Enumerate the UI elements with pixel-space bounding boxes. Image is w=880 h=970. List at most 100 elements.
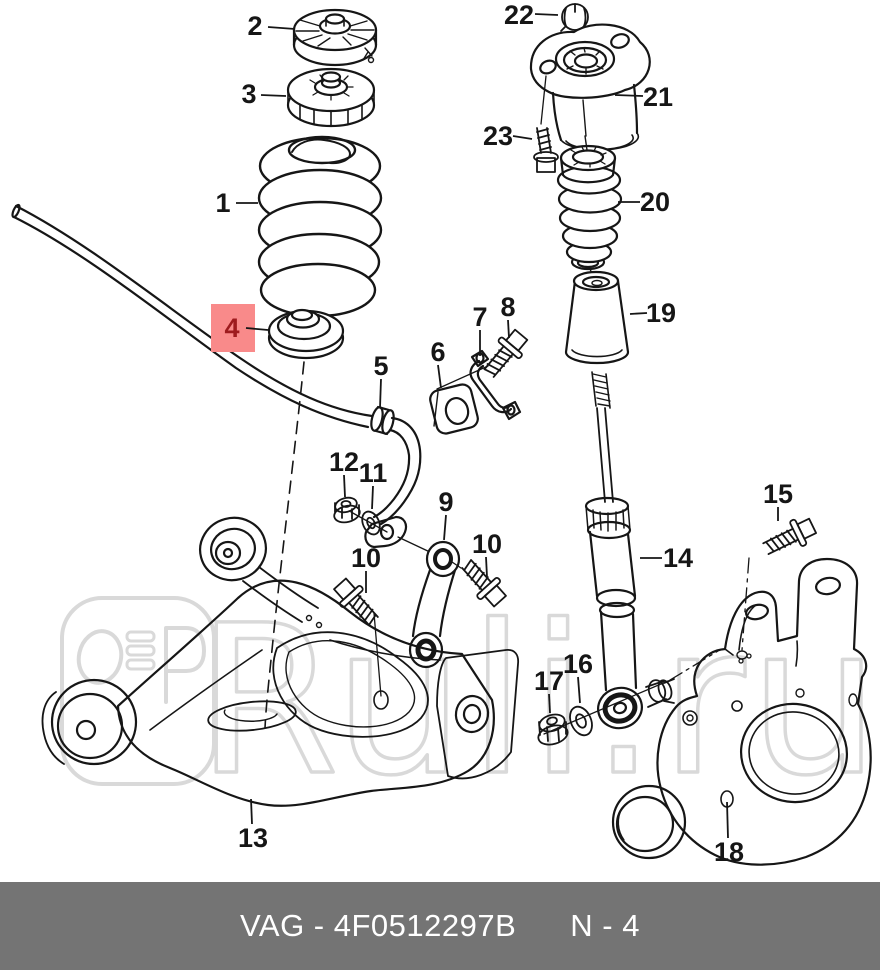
footer-bar: VAG - 4F0512297B N - 4 xyxy=(0,882,880,970)
callout-10-left[interactable]: 10 xyxy=(351,543,381,593)
callout-leader-line xyxy=(629,312,648,315)
knuckle-hub-ring xyxy=(611,784,687,860)
part-coil-spring xyxy=(257,135,383,318)
callout-number: 21 xyxy=(643,82,673,112)
part-bump-stop xyxy=(556,135,623,277)
callout-18[interactable]: 18 xyxy=(714,801,744,867)
watermark: Ruli.ru xyxy=(60,579,880,823)
callout-number: 17 xyxy=(534,666,564,696)
callout-6[interactable]: 6 xyxy=(430,337,446,389)
callout-number: 19 xyxy=(646,298,676,328)
callout-2[interactable]: 2 xyxy=(247,11,296,41)
callout-leader-line xyxy=(548,693,551,714)
callout-number: 16 xyxy=(563,649,593,679)
part-stabilizer-bar xyxy=(11,203,422,549)
callout-number: 1 xyxy=(215,188,230,218)
callout-number: 15 xyxy=(763,479,793,509)
callout-number: 11 xyxy=(359,458,388,488)
callout-leader-line xyxy=(577,676,581,704)
bolt-23-axis-line xyxy=(540,75,547,125)
callout-number: 8 xyxy=(500,292,515,322)
callout-5[interactable]: 5 xyxy=(373,351,389,409)
callout-leader-line xyxy=(534,13,559,16)
watermark-logo-frame xyxy=(60,596,216,786)
callout-leader-line xyxy=(614,94,644,97)
callout-number: 2 xyxy=(247,11,262,41)
callout-number: 6 xyxy=(430,337,445,367)
part-shock-absorber xyxy=(584,371,673,730)
callout-number: 5 xyxy=(373,351,388,381)
arm-upper-bushing xyxy=(199,516,319,623)
callout-21[interactable]: 21 xyxy=(614,82,673,112)
shock-mount-axis-dashdot xyxy=(669,650,719,681)
callout-7[interactable]: 7 xyxy=(472,302,488,356)
callout-leader-line xyxy=(485,556,488,578)
callout-number: 13 xyxy=(238,823,268,853)
pad-leader-dashed-line xyxy=(264,361,305,729)
callout-number: 9 xyxy=(438,487,453,517)
callout-23[interactable]: 23 xyxy=(483,121,533,151)
part-spring-cap-upper xyxy=(292,8,378,67)
part-spring-cap-lower xyxy=(286,67,376,128)
part-bolt-23 xyxy=(533,127,559,173)
callout-number: 20 xyxy=(640,187,670,217)
callout-leader-line xyxy=(267,26,296,30)
callout-12[interactable]: 12 xyxy=(329,447,359,498)
callout-20[interactable]: 20 xyxy=(618,187,670,217)
callout-16[interactable]: 16 xyxy=(563,649,593,704)
part-nut-17 xyxy=(537,713,569,746)
callout-13[interactable]: 13 xyxy=(238,798,268,853)
callout-number: 23 xyxy=(483,121,513,151)
arm-front-bushing xyxy=(41,678,138,766)
callout-8[interactable]: 8 xyxy=(500,292,516,339)
part-protective-boot xyxy=(564,270,630,365)
callout-4[interactable]: 4 xyxy=(211,304,269,352)
callout-17[interactable]: 17 xyxy=(534,666,564,714)
shock-mount-axis-line xyxy=(543,680,669,735)
callout-leader-line xyxy=(343,474,346,498)
callout-10-right[interactable]: 10 xyxy=(472,529,502,578)
link-axis-line-left xyxy=(350,511,388,533)
callout-leader-line xyxy=(443,514,447,541)
bolt-10-axis-line xyxy=(373,612,382,697)
part-washer-11 xyxy=(361,510,381,536)
clamp-axis-line xyxy=(436,365,489,390)
part-spring-seat-pad xyxy=(267,308,345,360)
bolt-15-axis-dashdot xyxy=(741,557,750,651)
callout-11[interactable]: 11 xyxy=(359,458,388,510)
callout-9[interactable]: 9 xyxy=(438,487,454,541)
part-bolt-15 xyxy=(762,517,817,555)
callout-14[interactable]: 14 xyxy=(640,543,693,573)
callout-22[interactable]: 22 xyxy=(504,0,559,30)
knuckle-shock-boss xyxy=(647,678,675,704)
callout-leader-line xyxy=(260,94,287,97)
callout-1[interactable]: 1 xyxy=(215,188,258,218)
callout-number: 12 xyxy=(329,447,359,477)
callout-3[interactable]: 3 xyxy=(241,79,287,109)
callout-number: 3 xyxy=(241,79,256,109)
part-stabilizer-link xyxy=(408,540,461,669)
part-nut-12 xyxy=(333,496,361,524)
callout-19[interactable]: 19 xyxy=(629,298,676,328)
arm-spring-seat xyxy=(207,700,297,732)
part-stabilizer-bushing xyxy=(429,383,479,435)
footer-part-number: VAG - 4F0512297B xyxy=(240,908,517,943)
callout-leader-line xyxy=(250,798,253,825)
part-wheel-knuckle xyxy=(611,557,872,866)
part-top-mount xyxy=(529,23,651,151)
part-nut-22 xyxy=(560,3,590,32)
callout-15[interactable]: 15 xyxy=(763,479,793,521)
part-bolt-10-right xyxy=(461,559,507,608)
callout-leader-line xyxy=(726,801,729,839)
part-control-arm xyxy=(41,516,520,807)
callout-number: 4 xyxy=(224,313,239,343)
part-bolt-10-left xyxy=(333,577,379,626)
callout-number: 22 xyxy=(504,0,534,30)
callout-number: 7 xyxy=(472,302,487,332)
arm-rear-bracket xyxy=(436,649,520,780)
callout-leader-line xyxy=(507,319,510,339)
part-washer-16 xyxy=(569,705,593,737)
